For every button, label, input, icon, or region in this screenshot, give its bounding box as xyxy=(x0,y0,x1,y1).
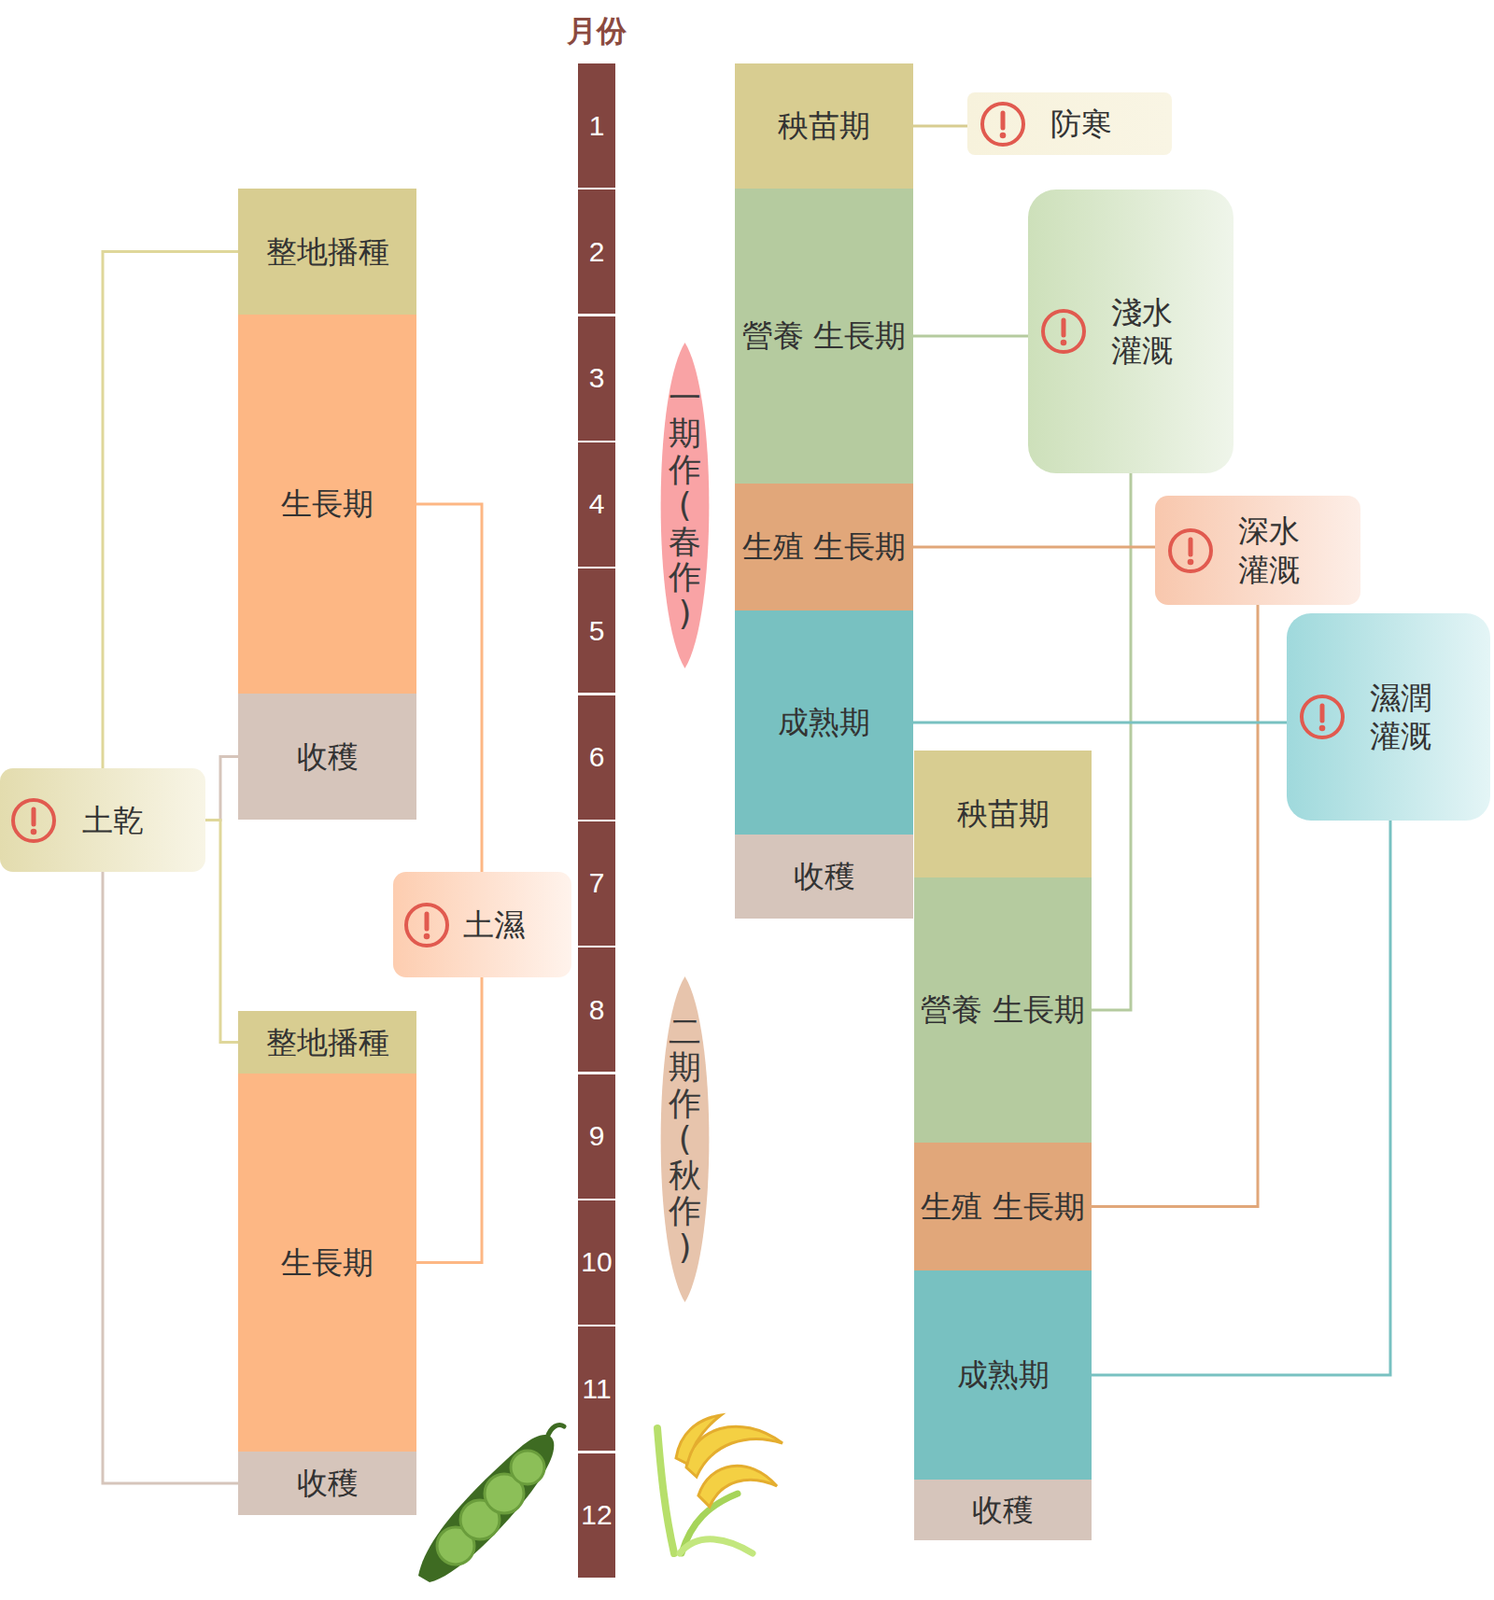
warning-callout: 防寒 xyxy=(967,92,1172,156)
month-segment: 1 xyxy=(577,63,616,188)
alert-icon xyxy=(1167,527,1214,575)
month-number: 9 xyxy=(589,1120,606,1153)
connector-line xyxy=(102,872,239,1484)
connector-line xyxy=(1091,820,1391,1376)
connector-line xyxy=(1091,605,1258,1208)
growth-stage-box: 生殖 生長期 xyxy=(914,1142,1092,1271)
month-number: 10 xyxy=(580,1246,612,1279)
month-segment: 12 xyxy=(577,1453,616,1579)
month-segment: 5 xyxy=(577,568,616,693)
warning-callout: 淺水 灌溉 xyxy=(1028,189,1234,474)
diagram-title: 月份 xyxy=(554,11,639,53)
growth-stage-box: 整地播種 xyxy=(238,1011,417,1074)
month-segment: 10 xyxy=(577,1200,616,1325)
connector-line xyxy=(416,504,482,873)
node-label: 收穫 xyxy=(972,1491,1034,1530)
node-label: 秧苗期 xyxy=(777,106,871,145)
month-number: 5 xyxy=(589,615,606,648)
connector-line xyxy=(205,820,239,1043)
warning-callout: 濕潤 灌溉 xyxy=(1286,613,1491,821)
pea-pod-illustration xyxy=(418,1425,564,1584)
month-segment: 4 xyxy=(577,442,616,567)
node-label: 收穫 xyxy=(793,857,856,896)
growth-stage-box: 生長期 xyxy=(238,1073,417,1452)
alert-icon xyxy=(979,100,1027,148)
month-number: 12 xyxy=(580,1499,612,1532)
growth-stage-box: 收穫 xyxy=(914,1479,1092,1541)
node-label: 生長期 xyxy=(281,484,374,523)
growth-stage-box: 生殖 生長期 xyxy=(734,483,914,611)
node-label: 二期作(秋作) xyxy=(668,1014,702,1267)
month-number: 2 xyxy=(589,236,606,268)
connector-line xyxy=(205,757,239,821)
month-segment: 6 xyxy=(577,695,616,820)
node-label: 成熟期 xyxy=(777,703,871,742)
node-label: 防寒 xyxy=(1050,104,1113,143)
node-label: 收穫 xyxy=(296,737,359,776)
node-label: 收穫 xyxy=(296,1464,359,1503)
node-label: 土乾 xyxy=(82,801,144,840)
month-number: 6 xyxy=(589,741,606,774)
connector-line xyxy=(913,546,1156,550)
node-label: 淺水 灌溉 xyxy=(1111,293,1180,371)
node-label: 一期作(春作) xyxy=(668,380,702,633)
connector-line xyxy=(913,721,1287,725)
alert-icon xyxy=(1298,693,1346,741)
connector-line xyxy=(416,977,482,1264)
growth-stage-box: 收穫 xyxy=(734,834,914,919)
month-number: 8 xyxy=(589,994,606,1027)
month-segment: 9 xyxy=(577,1074,616,1199)
month-number: 3 xyxy=(589,362,606,395)
month-segment: 11 xyxy=(577,1326,616,1452)
connector-line xyxy=(913,125,968,128)
growth-stage-box: 秧苗期 xyxy=(734,63,914,189)
growth-stage-box: 成熟期 xyxy=(734,610,914,835)
warning-callout: 土乾 xyxy=(0,768,206,873)
crop-season-band: 二期作(秋作) xyxy=(652,976,718,1303)
node-label: 營養 生長期 xyxy=(920,990,1086,1029)
node-label: 生殖 生長期 xyxy=(742,527,907,566)
month-segment: 3 xyxy=(577,316,616,441)
node-label: 濕潤 灌溉 xyxy=(1369,678,1438,757)
connector-line xyxy=(913,335,1029,339)
growth-stage-box: 秧苗期 xyxy=(914,750,1092,878)
rice-plant-illustration xyxy=(657,1415,783,1554)
growth-stage-box: 整地播種 xyxy=(238,188,417,315)
month-segment: 8 xyxy=(577,947,616,1072)
alert-icon xyxy=(403,902,451,949)
alert-icon xyxy=(10,797,57,845)
node-label: 生長期 xyxy=(281,1243,374,1283)
growth-stage-box: 成熟期 xyxy=(914,1270,1092,1480)
connector-line xyxy=(102,252,239,770)
node-label: 成熟期 xyxy=(957,1355,1050,1395)
node-label: 營養 生長期 xyxy=(742,316,907,355)
crop-season-band: 一期作(春作) xyxy=(652,342,718,669)
warning-callout: 深水 灌溉 xyxy=(1155,495,1361,606)
growth-stage-box: 營養 生長期 xyxy=(734,188,914,484)
alert-icon xyxy=(1040,308,1087,355)
month-segment: 2 xyxy=(577,189,616,314)
growth-stage-box: 收穫 xyxy=(238,693,417,820)
growth-stage-box: 生長期 xyxy=(238,314,417,694)
month-segment: 7 xyxy=(577,821,616,946)
node-label: 整地播種 xyxy=(266,232,390,271)
warning-callout: 土濕 xyxy=(393,872,572,978)
growth-stage-box: 營養 生長期 xyxy=(914,877,1092,1143)
node-label: 生殖 生長期 xyxy=(920,1187,1086,1227)
node-label: 整地播種 xyxy=(266,1023,390,1062)
node-label: 秧苗期 xyxy=(957,794,1050,833)
node-label: 土濕 xyxy=(463,905,525,945)
month-number: 7 xyxy=(589,867,606,900)
month-number: 11 xyxy=(581,1373,611,1406)
month-number: 4 xyxy=(589,488,606,521)
node-label: 深水 灌溉 xyxy=(1238,511,1307,590)
growth-stage-box: 收穫 xyxy=(238,1451,417,1516)
connector-line xyxy=(1091,473,1131,1011)
month-number: 1 xyxy=(589,110,606,142)
